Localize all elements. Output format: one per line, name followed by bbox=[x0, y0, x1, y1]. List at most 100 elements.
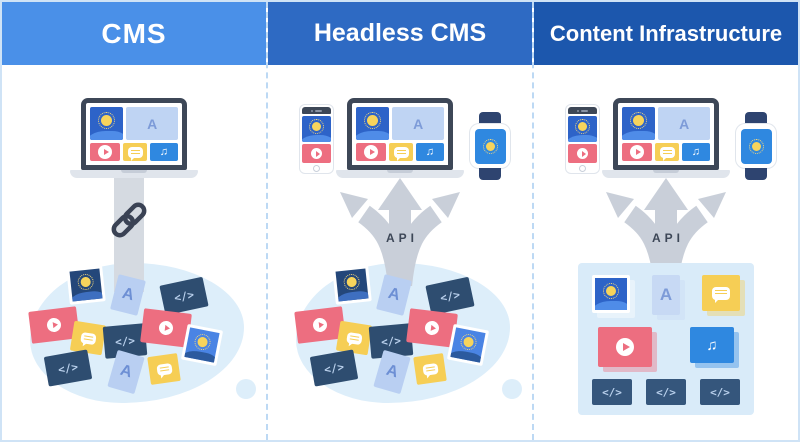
laptop-icon: A ♫ bbox=[602, 98, 730, 178]
music-note-icon: ♫ bbox=[691, 146, 701, 159]
sun-icon bbox=[575, 119, 590, 135]
sun-icon bbox=[630, 111, 648, 129]
video-tile bbox=[356, 143, 387, 161]
link-icon bbox=[109, 198, 149, 247]
code-tile: </> bbox=[700, 379, 740, 405]
phone-speaker bbox=[568, 107, 597, 114]
audio-tile: ♫ bbox=[690, 327, 739, 368]
column-title: Headless CMS bbox=[313, 19, 487, 47]
api-label: API bbox=[385, 231, 418, 245]
column-header-content-infrastructure: Content Infrastructure bbox=[534, 2, 798, 65]
sun-icon bbox=[462, 335, 475, 348]
play-icon bbox=[311, 148, 322, 160]
text-tile: A bbox=[652, 275, 685, 320]
column-headless-cms: Headless CMS A ♫ bbox=[268, 2, 534, 440]
video-tile bbox=[90, 143, 121, 161]
play-icon bbox=[98, 145, 113, 160]
laptop-base bbox=[336, 170, 464, 178]
laptop-screen: A ♫ bbox=[347, 98, 453, 170]
image-tile bbox=[446, 323, 490, 367]
laptop-screen: A ♫ bbox=[613, 98, 719, 170]
play-icon bbox=[577, 148, 588, 160]
play-icon bbox=[424, 320, 440, 336]
chat-tile bbox=[69, 320, 107, 356]
column-header-cms: CMS bbox=[2, 2, 266, 65]
wave-shape bbox=[356, 130, 390, 141]
sun-icon bbox=[364, 111, 382, 129]
speech-bubble-icon bbox=[421, 362, 439, 376]
chat-tile bbox=[335, 320, 373, 356]
wave-shape bbox=[595, 300, 627, 310]
code-tile: </> bbox=[646, 379, 686, 405]
sun-icon bbox=[80, 276, 92, 288]
watch-band bbox=[479, 112, 501, 124]
smartphone-icon bbox=[566, 105, 599, 173]
image-tile bbox=[474, 128, 506, 164]
image-tile bbox=[568, 116, 597, 143]
chat-tile bbox=[123, 143, 147, 161]
phone-speaker bbox=[302, 107, 331, 114]
wave-shape bbox=[184, 347, 219, 363]
text-tile: A bbox=[658, 107, 710, 141]
speech-bubble-icon bbox=[79, 331, 97, 345]
image-tile bbox=[302, 116, 331, 143]
sun-icon bbox=[748, 138, 764, 154]
image-tile bbox=[332, 265, 372, 305]
image-tile bbox=[622, 107, 656, 141]
api-label: API bbox=[651, 231, 684, 245]
laptop-icon: A ♫ bbox=[70, 98, 198, 178]
column-header-headless-cms: Headless CMS bbox=[268, 2, 532, 65]
branching-arrows-icon bbox=[324, 178, 476, 291]
speech-bubble-icon bbox=[155, 362, 173, 376]
play-icon bbox=[158, 320, 174, 336]
column-cms: CMS A ♫ bbox=[2, 2, 268, 440]
video-tile bbox=[568, 144, 597, 163]
sun-icon bbox=[603, 282, 619, 299]
column-title: Content Infrastructure bbox=[549, 20, 783, 46]
phone-home-button bbox=[568, 165, 597, 171]
video-tile bbox=[622, 143, 653, 161]
speech-bubble-icon bbox=[127, 146, 143, 161]
smartphone-icon bbox=[300, 105, 333, 173]
chat-tile bbox=[389, 143, 413, 161]
structured-content-box: A ♫ </> </> </> bbox=[578, 263, 754, 415]
smartwatch-icon bbox=[736, 112, 776, 180]
speech-bubble-icon bbox=[345, 331, 363, 345]
audio-tile: ♫ bbox=[415, 143, 444, 161]
watch-band bbox=[745, 112, 767, 124]
laptop-icon: A ♫ bbox=[336, 98, 464, 178]
image-tile bbox=[592, 275, 635, 318]
code-tile: </> bbox=[592, 379, 632, 405]
watch-case bbox=[736, 124, 776, 168]
speech-bubble-icon bbox=[659, 146, 675, 161]
chat-tile bbox=[147, 353, 181, 385]
smartwatch-icon bbox=[470, 112, 510, 180]
chat-tile bbox=[413, 353, 447, 385]
wave-shape bbox=[450, 347, 485, 363]
image-tile bbox=[66, 265, 106, 305]
music-note-icon: ♫ bbox=[425, 146, 435, 159]
sun-icon bbox=[309, 119, 324, 135]
play-icon bbox=[46, 317, 62, 333]
play-icon bbox=[312, 317, 328, 333]
wave-shape bbox=[622, 130, 656, 141]
laptop-base bbox=[70, 170, 198, 178]
video-tile bbox=[302, 144, 331, 163]
image-tile bbox=[356, 107, 390, 141]
watch-band bbox=[479, 168, 501, 180]
speech-bubble-icon bbox=[393, 146, 409, 161]
image-tile bbox=[180, 323, 224, 367]
image-tile bbox=[90, 107, 124, 141]
sun-icon bbox=[346, 276, 358, 288]
watch-case bbox=[470, 124, 510, 168]
speech-bubble-icon bbox=[712, 286, 730, 303]
column-title: CMS bbox=[101, 17, 167, 49]
audio-tile: ♫ bbox=[149, 143, 178, 161]
sun-icon bbox=[196, 335, 209, 348]
wave-shape bbox=[302, 135, 331, 143]
chat-tile bbox=[702, 275, 745, 316]
laptop-screen: A ♫ bbox=[81, 98, 187, 170]
chat-tile bbox=[655, 143, 679, 161]
laptop-base bbox=[602, 170, 730, 178]
